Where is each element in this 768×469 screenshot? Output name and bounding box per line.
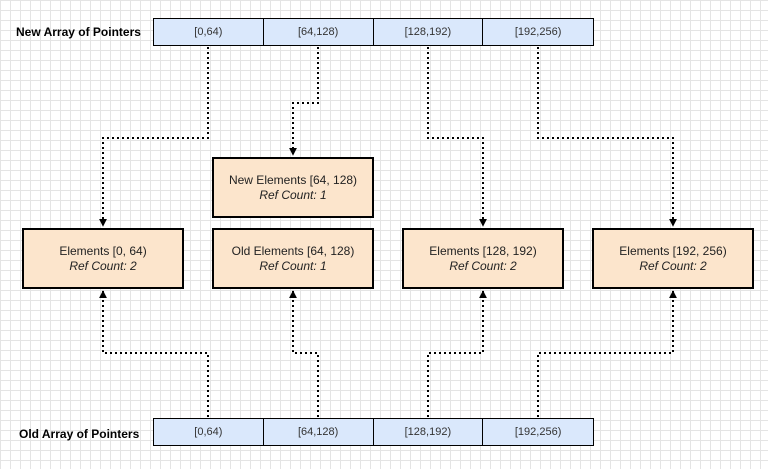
box-ref-count: Ref Count: 1 [259, 187, 327, 202]
new-pointer-cell-192-256: [192,256) [514, 26, 562, 38]
old-0-64-arrow [99, 290, 209, 417]
box-title: New Elements [64, 128) [228, 172, 358, 187]
old-pointer-cell-64-128: [64,128) [264, 419, 374, 445]
new-0-64-arrow [99, 47, 209, 227]
box-title: Old Elements [64, 128) [231, 243, 355, 258]
box-title: Elements [192, 256) [619, 243, 727, 258]
old-pointer-cell-192-256: [192,256) [514, 426, 562, 438]
box-title: Elements [0, 64) [59, 243, 147, 258]
elements-192-256-box: Elements [192, 256) Ref Count: 2 [592, 228, 754, 289]
old-array-label: Old Array of Pointers [19, 427, 140, 441]
new-pointer-array: [0,64) [64,128) [128,192) [192,256) [153, 18, 594, 46]
elements-128-192-box: Elements [128, 192) Ref Count: 2 [402, 228, 564, 289]
new-128-192-arrow [427, 47, 487, 227]
new-pointer-cell-0-64: [0,64) [154, 19, 264, 45]
old-64-128-arrow [289, 290, 319, 417]
new-elements-64-128-box: New Elements [64, 128) Ref Count: 1 [212, 157, 374, 218]
old-pointer-cell-128-192: [128,192) [374, 419, 484, 445]
box-title: Elements [128, 192) [429, 243, 537, 258]
new-array-label: New Array of Pointers [16, 25, 141, 39]
box-ref-count: Ref Count: 2 [639, 258, 707, 273]
new-pointer-cell-128-192: [128,192) [374, 19, 484, 45]
new-64-128-arrow [289, 47, 319, 156]
box-ref-count: Ref Count: 1 [259, 258, 327, 273]
old-128-192-arrow [427, 290, 487, 417]
new-192-256-arrow [537, 47, 677, 227]
box-ref-count: Ref Count: 2 [69, 258, 137, 273]
old-pointer-array: [0,64) [64,128) [128,192) [192,256) [153, 418, 594, 446]
old-192-256-arrow [537, 290, 677, 417]
old-pointer-cell-0-64: [0,64) [154, 419, 264, 445]
elements-0-64-box: Elements [0, 64) Ref Count: 2 [22, 228, 184, 289]
box-ref-count: Ref Count: 2 [449, 258, 517, 273]
old-elements-64-128-box: Old Elements [64, 128) Ref Count: 1 [212, 228, 374, 289]
new-pointer-cell-64-128: [64,128) [264, 19, 374, 45]
